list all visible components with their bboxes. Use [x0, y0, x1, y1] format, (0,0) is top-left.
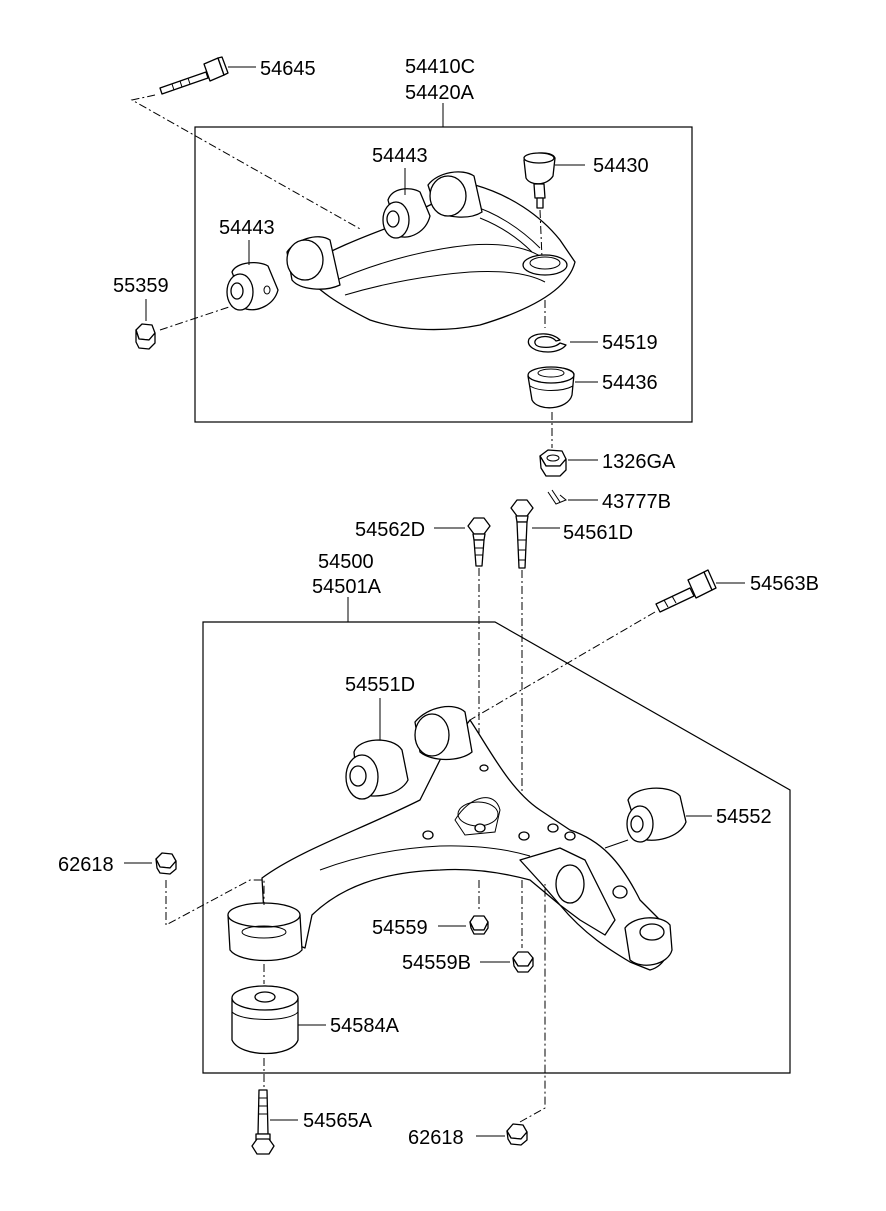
- lower-arm-assembly-box: [202, 621, 791, 1074]
- nut-62618-bottom[interactable]: [506, 1123, 528, 1146]
- cotter-pin-43777b[interactable]: [547, 489, 567, 505]
- bushing-54443-left[interactable]: [226, 261, 279, 311]
- label-54410c: 54410C: [405, 56, 475, 78]
- label-54430: 54430: [593, 155, 649, 177]
- label-54436: 54436: [602, 372, 658, 394]
- dust-cover-54436[interactable]: [527, 366, 575, 409]
- label-54551d: 54551D: [345, 674, 415, 696]
- bushing-54443-top[interactable]: [382, 188, 431, 239]
- nut-55359[interactable]: [135, 323, 156, 350]
- lower-control-arm[interactable]: [227, 705, 673, 971]
- label-54559b: 54559B: [402, 952, 471, 974]
- upper-control-arm[interactable]: [286, 171, 576, 331]
- nut-1326ga[interactable]: [539, 449, 567, 477]
- label-54552: 54552: [716, 806, 772, 828]
- label-54559: 54559: [372, 917, 428, 939]
- label-54501a: 54501A: [312, 576, 382, 598]
- bushing-54552[interactable]: [626, 787, 687, 843]
- label-55359: 55359: [113, 275, 169, 297]
- label-62618-left: 62618: [58, 854, 114, 876]
- nut-54559[interactable]: [469, 915, 489, 935]
- label-54561d: 54561D: [563, 522, 633, 544]
- label-54420a: 54420A: [405, 82, 475, 104]
- label-54443-left: 54443: [219, 217, 275, 239]
- bushing-54551d[interactable]: [345, 739, 409, 800]
- label-43777b: 43777B: [602, 491, 671, 513]
- bolt-54645[interactable]: [159, 56, 229, 95]
- nut-54559b[interactable]: [512, 951, 534, 973]
- label-62618-bottom: 62618: [408, 1127, 464, 1149]
- nut-62618-left[interactable]: [155, 852, 177, 875]
- bolt-54561d[interactable]: [510, 499, 534, 569]
- bolt-54565a[interactable]: [251, 1089, 275, 1155]
- snap-ring-54519[interactable]: [527, 333, 567, 353]
- label-54565a: 54565A: [303, 1110, 373, 1132]
- label-54563b: 54563B: [750, 573, 819, 595]
- ball-joint-54430[interactable]: [523, 152, 556, 209]
- bushing-54584a[interactable]: [231, 985, 299, 1055]
- label-1326ga: 1326GA: [602, 451, 676, 473]
- label-54584a: 54584A: [330, 1015, 400, 1037]
- label-54562d: 54562D: [355, 519, 425, 541]
- label-54519: 54519: [602, 332, 658, 354]
- bolt-54563b[interactable]: [655, 569, 717, 613]
- label-54645: 54645: [260, 58, 316, 80]
- label-54500: 54500: [318, 551, 374, 573]
- bolt-54562d[interactable]: [467, 517, 491, 567]
- label-54443-top: 54443: [372, 145, 428, 167]
